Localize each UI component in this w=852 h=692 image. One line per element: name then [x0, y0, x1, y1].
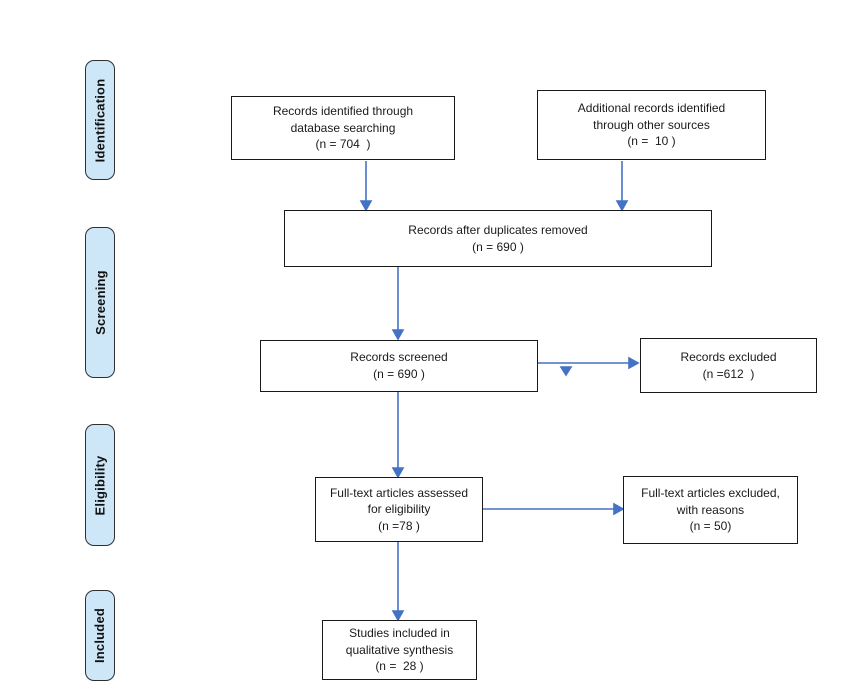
box-records-identified-text: Records identified through database sear…	[272, 104, 414, 152]
stage-identification-label: Identification	[92, 78, 108, 162]
box-records-screened: Records screened (n = 690 )	[260, 340, 538, 392]
stage-included-label: Included	[92, 607, 108, 664]
stage-screening: Screening	[85, 227, 115, 378]
box-additional-records-text: Additional records identified through ot…	[577, 101, 726, 149]
arrowhead-duplicates-to-screened	[391, 329, 405, 341]
arrowhead-fulltext-to-included	[391, 610, 405, 622]
stage-eligibility-label: Eligibility	[92, 455, 108, 515]
box-fulltext-assessed: Full-text articles assessed for eligibil…	[315, 477, 483, 542]
box-duplicates-removed-text: Records after duplicates removed (n = 69…	[408, 222, 588, 254]
box-duplicates-removed: Records after duplicates removed (n = 69…	[284, 210, 712, 267]
box-records-excluded-text: Records excluded (n =612 )	[680, 349, 777, 381]
stage-eligibility: Eligibility	[85, 424, 115, 546]
box-studies-included-text: Studies included in qualitative synthesi…	[345, 626, 454, 674]
stage-included: Included	[85, 590, 115, 681]
arrowhead-additional-to-duplicates	[615, 200, 629, 212]
box-fulltext-assessed-text: Full-text articles assessed for eligibil…	[329, 485, 469, 533]
box-records-screened-text: Records screened (n = 690 )	[350, 350, 448, 381]
box-additional-records: Additional records identified through ot…	[537, 90, 766, 160]
box-records-identified: Records identified through database sear…	[231, 96, 455, 160]
arrowhead-screened-to-fulltext	[391, 467, 405, 479]
arrowhead-screened-to-excluded	[628, 356, 640, 370]
box-records-excluded: Records excluded (n =612 )	[640, 338, 817, 393]
stage-identification: Identification	[85, 60, 115, 180]
box-studies-included: Studies included in qualitative synthesi…	[322, 620, 477, 680]
stage-screening-label: Screening	[92, 270, 108, 335]
stray-down-arrowhead	[559, 366, 573, 377]
arrowhead-fulltext-to-excluded	[613, 502, 625, 516]
arrowhead-identified-to-duplicates	[359, 200, 373, 212]
box-fulltext-excluded-text: Full-text articles excluded, with reason…	[641, 486, 780, 534]
box-fulltext-excluded: Full-text articles excluded, with reason…	[623, 476, 798, 544]
